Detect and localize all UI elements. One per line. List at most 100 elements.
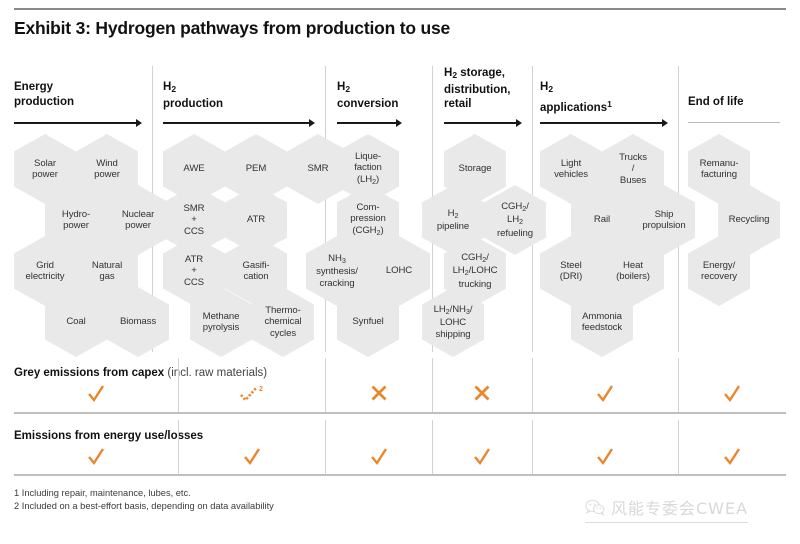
column-header-line: production (163, 97, 224, 110)
column-header-line: production (14, 95, 75, 108)
watermark-text: 风能专委会CWEA (611, 499, 749, 518)
eval-row-label: Grey emissions from capex (incl. raw mat… (14, 367, 267, 379)
arrow-shaft (337, 122, 397, 124)
watermark: 风能专委会CWEA (585, 495, 749, 523)
hex-node[interactable]: Lique-faction(LH2) (337, 134, 399, 204)
hex-node-label: LOHC (385, 265, 413, 277)
column-header-h2-applications: H2 applications1 (540, 80, 612, 115)
check-icon (14, 384, 178, 403)
eval-row-label-bold: Grey emissions from capex (14, 367, 165, 379)
column-header-line: H2 (163, 81, 177, 94)
top-rule (14, 8, 786, 10)
column-header-line: applications1 (540, 98, 612, 114)
hex-node-label: ATR+CCS (184, 253, 204, 288)
eval-row-underline (14, 412, 786, 414)
column-header-line: H2 (540, 81, 554, 94)
hex-node-label: Rail (593, 214, 611, 226)
hex-node-label: SMR (307, 163, 329, 175)
hex-node-label: Energy/recovery (701, 259, 737, 282)
hex-node-label: AWE (183, 163, 205, 175)
eval-divider-4 (678, 358, 679, 412)
check-icon (532, 447, 678, 466)
check-icon (14, 447, 178, 466)
column-header-h2-conversion: H2 conversion (337, 80, 398, 111)
arrow-head-icon (309, 118, 315, 127)
footnote-1: 1 Including repair, maintenance, lubes, … (14, 488, 191, 498)
arrow-shaft (14, 122, 137, 124)
page-title: Exhibit 3: Hydrogen pathways from produc… (14, 18, 451, 38)
arrow-shaft (688, 122, 780, 124)
hex-node-label: PEM (245, 163, 267, 175)
flow-arrow-energy-production (14, 118, 142, 127)
hex-node-label: Coal (66, 316, 86, 328)
eval-divider-7 (432, 420, 433, 474)
eval-row-label-bold: Emissions from energy use/losses (14, 430, 204, 442)
arrow-head-icon (662, 118, 668, 127)
cross-icon (325, 384, 432, 402)
column-header-line: H2 (337, 81, 351, 94)
flow-arrow-h2-storage (444, 118, 522, 127)
eval-divider-5 (178, 420, 179, 474)
hex-node-label: Com-pression(CGH2) (350, 201, 386, 237)
svg-text:2: 2 (259, 386, 263, 393)
footnotes: 1 Including repair, maintenance, lubes, … (14, 487, 274, 512)
hex-node-label: Recycling (728, 214, 770, 226)
arrow-shaft (540, 122, 663, 124)
cross-icon (432, 384, 532, 402)
flow-arrow-h2-applications (540, 118, 668, 127)
column-header-energy-production: Energy production (14, 80, 74, 109)
column-header-end-of-life: End of life (688, 95, 744, 110)
eval-divider-3 (532, 358, 533, 412)
eval-divider-0 (178, 358, 179, 412)
check-icon (325, 447, 432, 466)
check-icon (178, 447, 325, 466)
eval-divider-6 (325, 420, 326, 474)
column-header-line: Energy (14, 81, 53, 93)
hex-node-label: Storage (458, 163, 492, 175)
hex-node-label: Heat(boilers) (616, 259, 650, 282)
arrow-head-icon (136, 118, 142, 127)
footnote-2: 2 Included on a best-effort basis, depen… (14, 500, 274, 511)
column-header-line: End of life (688, 96, 744, 108)
check-dashed-icon: 2 (178, 384, 325, 404)
eval-row-label-note: (incl. raw materials) (164, 367, 268, 379)
eval-divider-8 (532, 420, 533, 474)
wechat-icon (585, 499, 605, 516)
check-icon (678, 447, 786, 466)
column-divider-1 (325, 66, 326, 352)
underline-end-of-life (688, 118, 780, 127)
column-header-line: conversion (337, 97, 399, 110)
check-icon (432, 447, 532, 466)
hex-node-label: ATR (246, 214, 266, 226)
hex-node-label: Synfuel (352, 316, 384, 328)
eval-divider-1 (325, 358, 326, 412)
hex-node-label: Gasifi-cation (242, 259, 270, 282)
check-icon (678, 384, 786, 403)
column-header-h2-storage: H2 storage,distribution,retail (444, 66, 510, 112)
hex-node-label: Lique-faction(LH2) (354, 150, 382, 186)
hex-node-label: Steel(DRI) (559, 259, 583, 282)
hex-node-label: Remanu-facturing (699, 157, 739, 180)
eval-divider-2 (432, 358, 433, 412)
hex-node[interactable]: Storage (444, 134, 506, 204)
check-icon (532, 384, 678, 403)
column-header-line: H2 storage, (444, 67, 505, 80)
